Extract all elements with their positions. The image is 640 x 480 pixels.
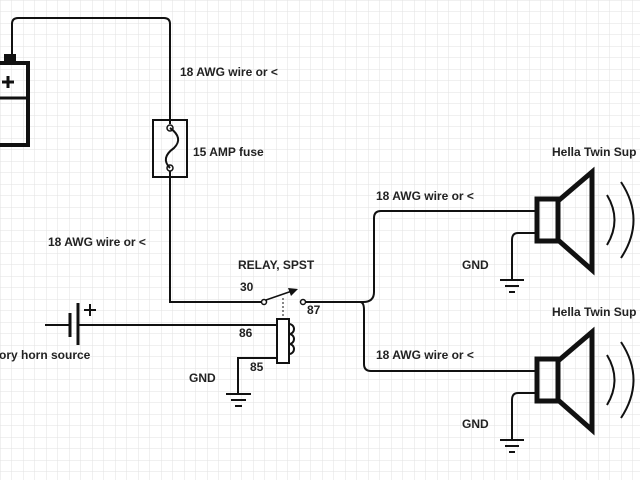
wire-branch-upper (362, 210, 535, 303)
wire-horn2-ground (511, 392, 535, 439)
wire-horn1-ground (511, 232, 535, 279)
label-horn2-gnd: GND (462, 417, 489, 431)
label-pin-86: 86 (239, 326, 253, 340)
wire-branch-lower (359, 301, 535, 372)
wire-85-to-ground (237, 357, 277, 393)
ground-icon (226, 393, 251, 407)
ground-icon (500, 439, 524, 453)
label-wire-top: 18 AWG wire or < (180, 65, 278, 79)
label-horn2-wire: 18 AWG wire or < (376, 348, 474, 362)
label-horn2-title: Hella Twin Sup (552, 305, 636, 319)
label-relay: RELAY, SPST (238, 258, 315, 272)
relay-switch-icon (260, 288, 307, 318)
horn-speaker-icon (534, 166, 635, 276)
wire-battery-to-fuse (11, 17, 171, 124)
relay-coil-icon (276, 318, 295, 364)
battery-icon (0, 54, 30, 147)
label-horn1-wire: 18 AWG wire or < (376, 189, 474, 203)
label-pin-87: 87 (307, 303, 321, 317)
label-pin-85: 85 (250, 360, 264, 374)
label-pin-30: 30 (240, 280, 254, 294)
ground-icon (500, 279, 524, 293)
label-fuse: 15 AMP fuse (193, 145, 264, 159)
horn-speaker-icon (534, 326, 635, 436)
wire-fuse-to-relay (169, 171, 262, 303)
fuse-icon (152, 119, 188, 178)
label-horn1-gnd: GND (462, 258, 489, 272)
label-horn1-title: Hella Twin Sup (552, 145, 636, 159)
label-horn-source: ory horn source (0, 348, 91, 362)
label-gnd-relay: GND (189, 371, 216, 385)
label-wire-left: 18 AWG wire or < (48, 235, 146, 249)
